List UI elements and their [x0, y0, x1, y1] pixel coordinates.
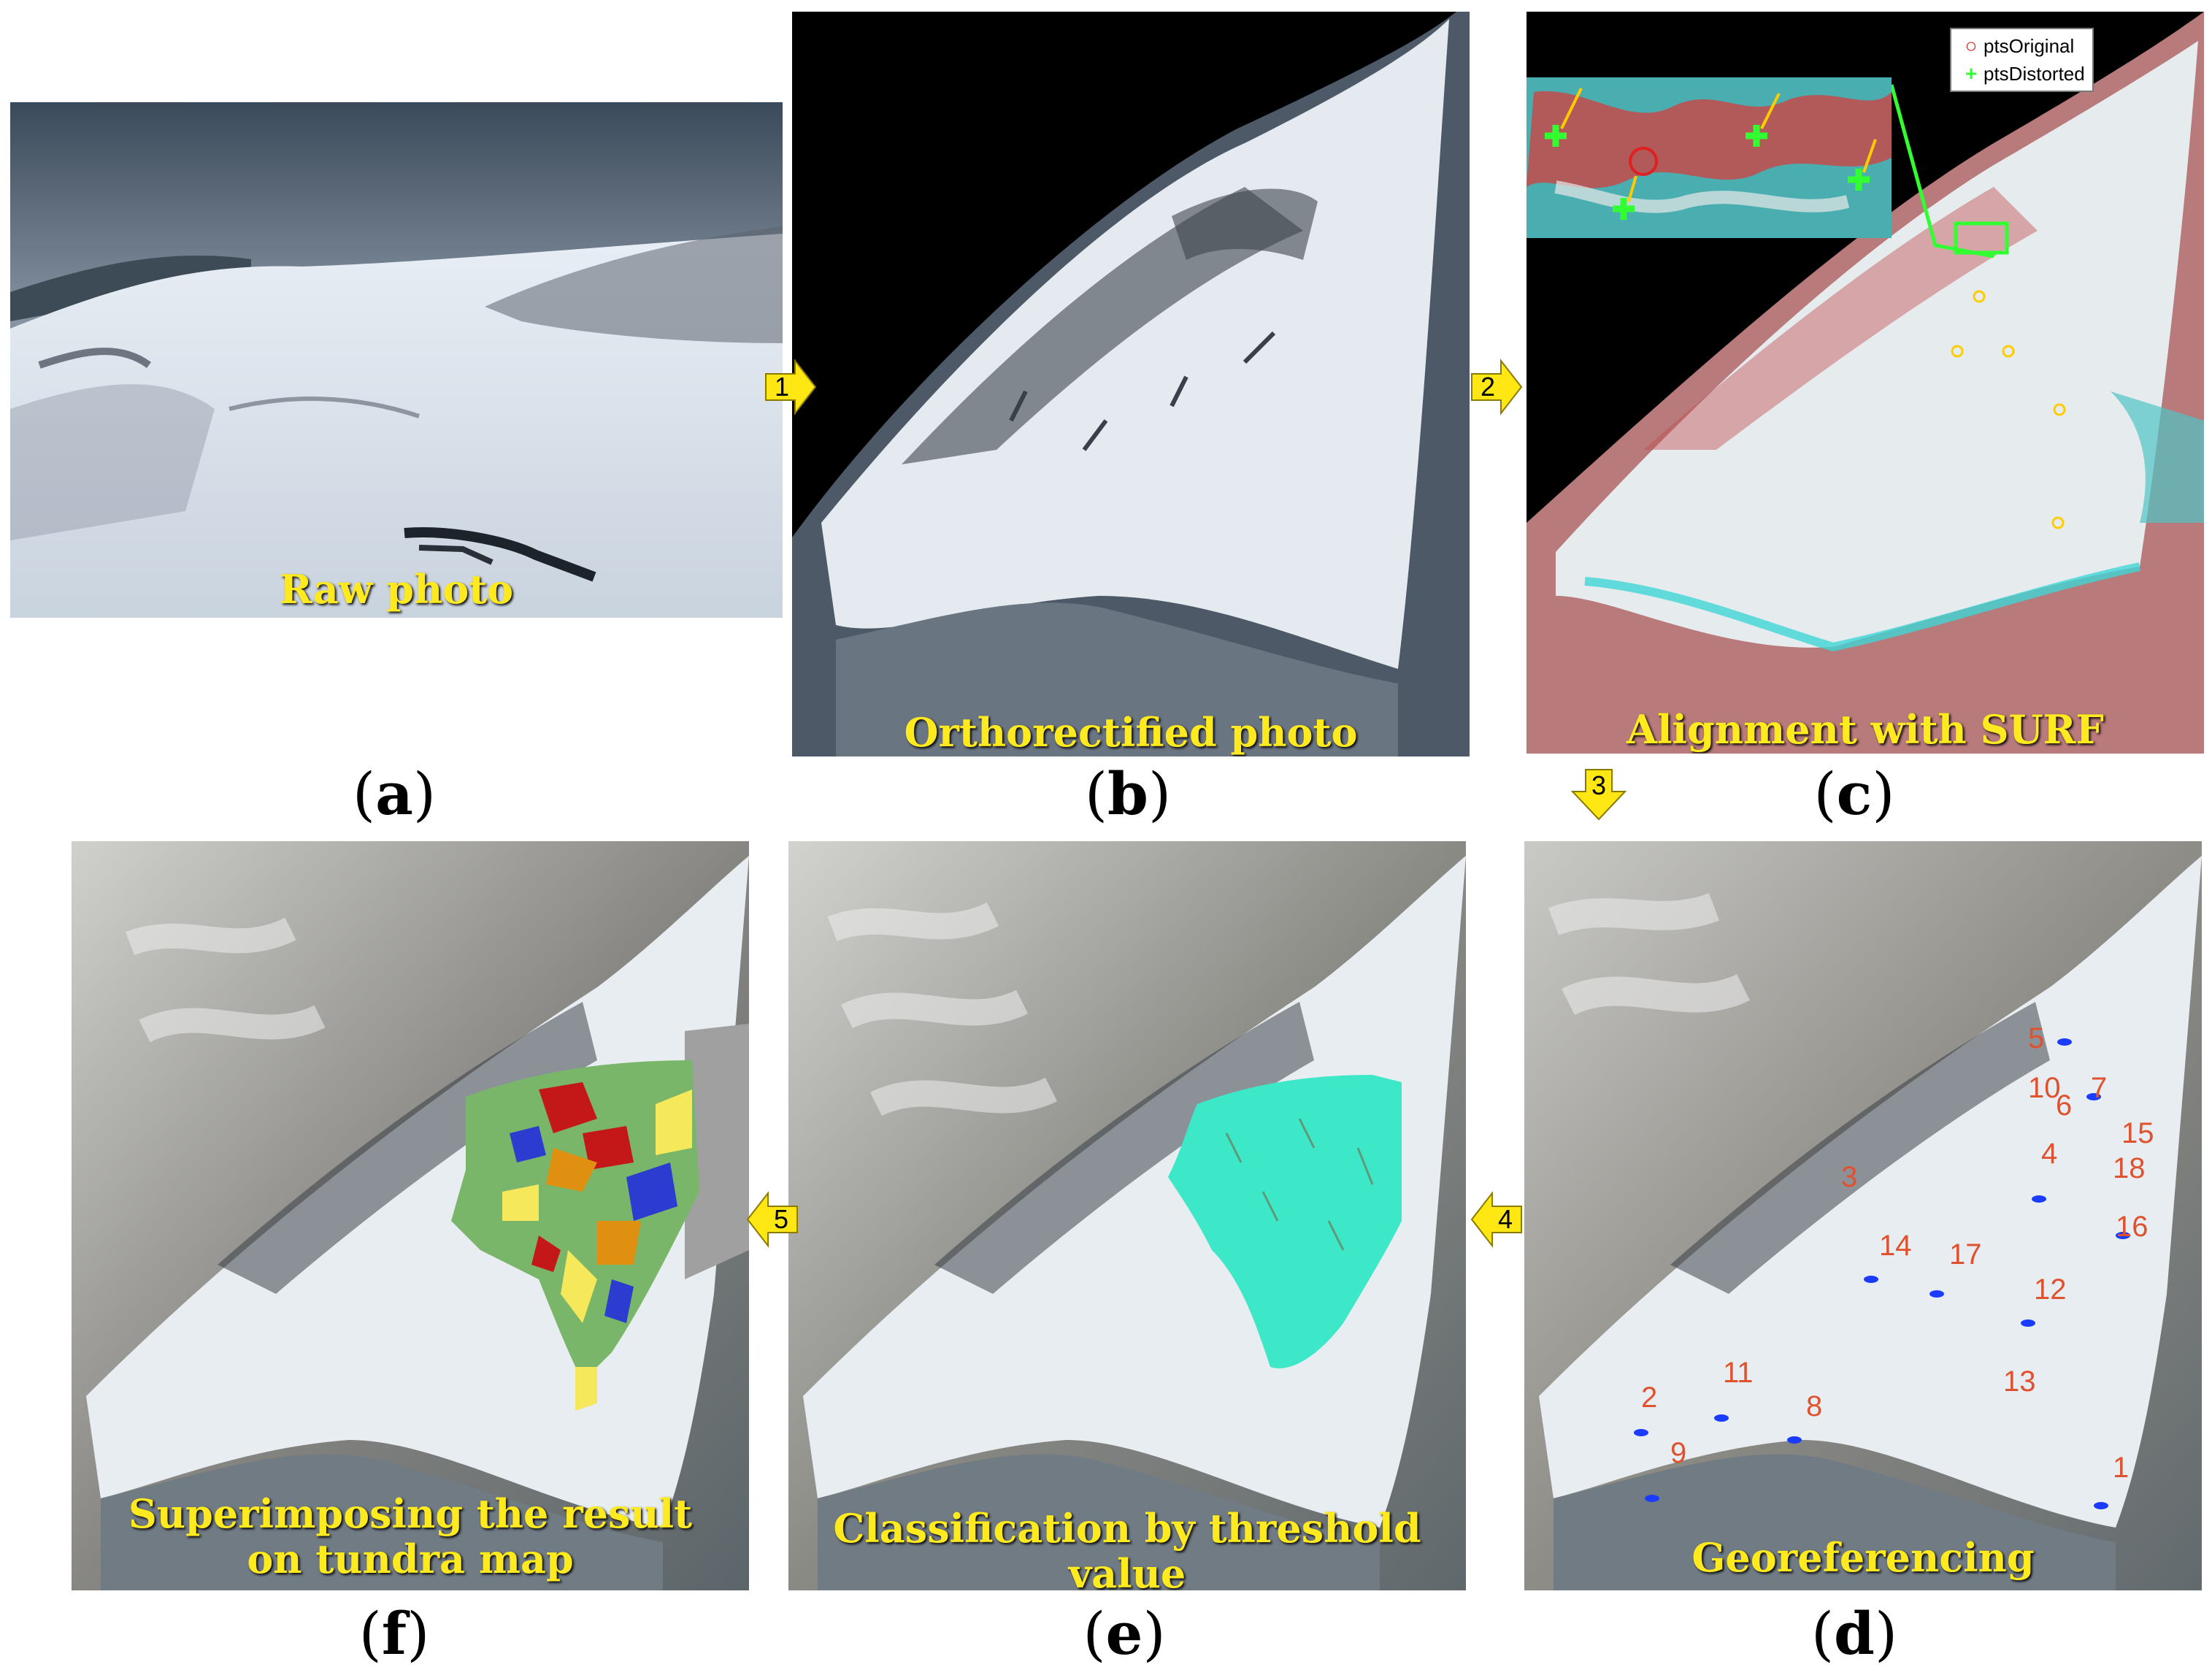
legend-row-original: ○ ptsOriginal	[1959, 32, 2085, 60]
gcp-label: 1	[2113, 1452, 2130, 1484]
gcp-label: 17	[1949, 1238, 1982, 1271]
step-arrow-5: 5	[746, 1190, 799, 1249]
sublabel-b: (b)	[1084, 759, 1172, 828]
gcp-label: 4	[2041, 1138, 2058, 1170]
circle-marker-icon: ○	[1965, 34, 1978, 57]
gcp-label: 13	[2003, 1365, 2036, 1398]
panel-d-georeferencing: 5 10 7 6 15 4 18 3 16 14 17 12 2 11 8 13…	[1524, 841, 2202, 1590]
caption-classification: Classification by threshold value	[833, 1505, 1421, 1590]
step-arrow-1: 1	[764, 358, 817, 416]
gcp-label: 9	[1670, 1437, 1687, 1469]
gcp-label: 16	[2116, 1211, 2148, 1243]
panel-c-alignment-surf: ○ ptsOriginal + ptsDistorted Alignment w…	[1526, 12, 2204, 754]
step-arrow-4: 4	[1470, 1190, 1523, 1249]
gcp-label: 7	[2091, 1072, 2108, 1104]
sublabel-e: (e)	[1083, 1599, 1166, 1668]
gcp-label: 2	[1641, 1382, 1658, 1414]
caption-georeferencing: Georeferencing	[1691, 1534, 2035, 1581]
legend: ○ ptsOriginal + ptsDistorted	[1950, 28, 2094, 92]
sublabel-c: (c)	[1813, 759, 1895, 828]
gcp-label: 12	[2034, 1273, 2067, 1306]
gcp-label: 3	[1841, 1161, 1858, 1193]
caption-superimposing: Superimposing the result on tundra map	[128, 1490, 693, 1582]
gcp-label: 10	[2028, 1072, 2061, 1104]
gcp-label: 18	[2113, 1152, 2146, 1184]
gcp-label: 14	[1879, 1230, 1912, 1262]
gcp-label: 5	[2028, 1022, 2045, 1054]
gcp-label: 15	[2121, 1117, 2154, 1149]
gcp-label: 11	[1723, 1357, 1754, 1389]
caption-alignment-surf: Alignment with SURF	[1627, 706, 2104, 753]
legend-row-distorted: + ptsDistorted	[1959, 60, 2085, 88]
plus-marker-icon: +	[1965, 62, 1978, 85]
caption-raw-photo: Raw photo	[279, 566, 514, 613]
panel-a-raw-photo: Raw photo	[10, 102, 783, 618]
panel-f-superimposing: Superimposing the result on tundra map	[72, 841, 749, 1590]
step-arrow-2: 2	[1470, 358, 1523, 416]
sublabel-a: (a)	[352, 759, 437, 828]
sublabel-d: (d)	[1810, 1599, 1898, 1668]
panel-e-classification: Classification by threshold value	[788, 841, 1466, 1590]
panel-b-orthorectified-photo: Orthorectified photo	[792, 12, 1470, 756]
gcp-label: 8	[1806, 1390, 1823, 1422]
gcp-label: 6	[2056, 1089, 2073, 1122]
caption-orthorectified-photo: Orthorectified photo	[904, 709, 1358, 756]
step-arrow-3: 3	[1570, 768, 1628, 821]
sublabel-f: (f)	[358, 1599, 430, 1668]
